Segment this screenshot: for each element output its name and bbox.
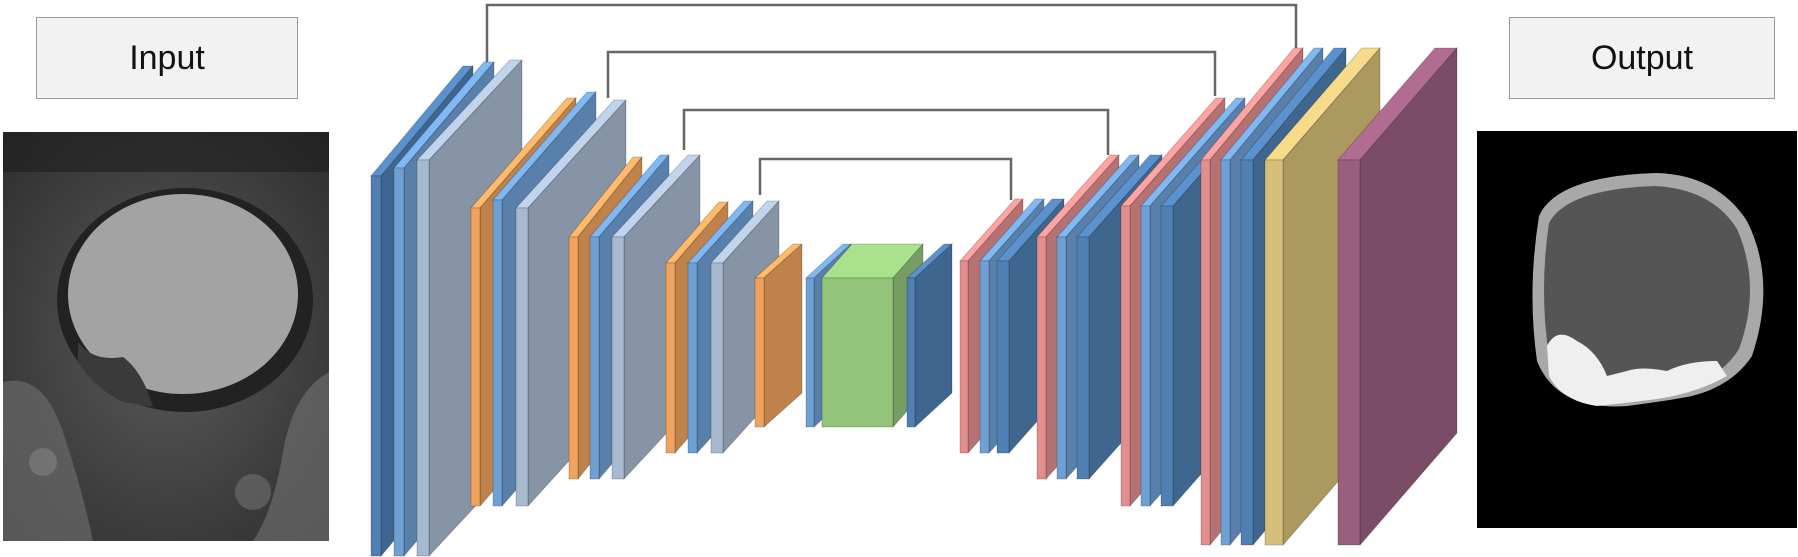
dec4-conv-b xyxy=(1240,159,1254,546)
enc2-conv-b xyxy=(515,207,529,507)
dec2-conv-b xyxy=(1076,236,1090,480)
enc1-conv-a xyxy=(370,175,382,557)
dec1-conv-b xyxy=(996,260,1010,454)
output-label: Output xyxy=(1590,38,1694,77)
enc5-pool xyxy=(754,277,765,428)
dec2-upsample xyxy=(1036,236,1047,480)
enc1-conv-b xyxy=(393,167,405,557)
enc4-pool xyxy=(665,262,676,454)
dec4-upsample xyxy=(1200,159,1211,546)
skip-connection-1 xyxy=(485,3,1298,63)
skip-connection-3 xyxy=(682,108,1110,155)
enc4-conv-a xyxy=(687,262,698,454)
bottleneck-conv-a xyxy=(805,277,815,428)
dec3-upsample xyxy=(1120,205,1131,507)
final-conv-layer xyxy=(1264,159,1284,546)
enc2-conv-a xyxy=(492,199,503,507)
enc4-conv-b xyxy=(710,262,724,454)
dec1-upsample xyxy=(959,260,969,454)
enc3-conv-a xyxy=(589,236,600,480)
skip-connection-4 xyxy=(758,157,1013,200)
dec1-conv-a xyxy=(979,260,990,454)
input-label: Input xyxy=(129,38,205,77)
output-label-box: Output xyxy=(1509,17,1775,99)
output-segmentation-image xyxy=(1477,131,1797,528)
input-label-box: Input xyxy=(36,17,298,99)
dec3-conv-a xyxy=(1140,205,1151,507)
dec2-conv-a xyxy=(1056,236,1067,480)
enc3-pool xyxy=(568,236,579,480)
dec4-conv-a xyxy=(1220,159,1231,546)
bottleneck-block xyxy=(821,277,894,428)
softmax-output-layer xyxy=(1337,159,1361,546)
skip-connection-2 xyxy=(606,50,1217,98)
enc2-pool xyxy=(470,207,481,507)
skip-connections xyxy=(485,3,1298,200)
input-mri-image xyxy=(3,132,329,541)
network-layers xyxy=(370,46,1458,557)
enc1-feature-map xyxy=(416,159,430,557)
dec3-conv-b xyxy=(1160,205,1174,507)
enc3-conv-b xyxy=(611,236,625,480)
bottleneck-conv-b xyxy=(906,277,916,428)
